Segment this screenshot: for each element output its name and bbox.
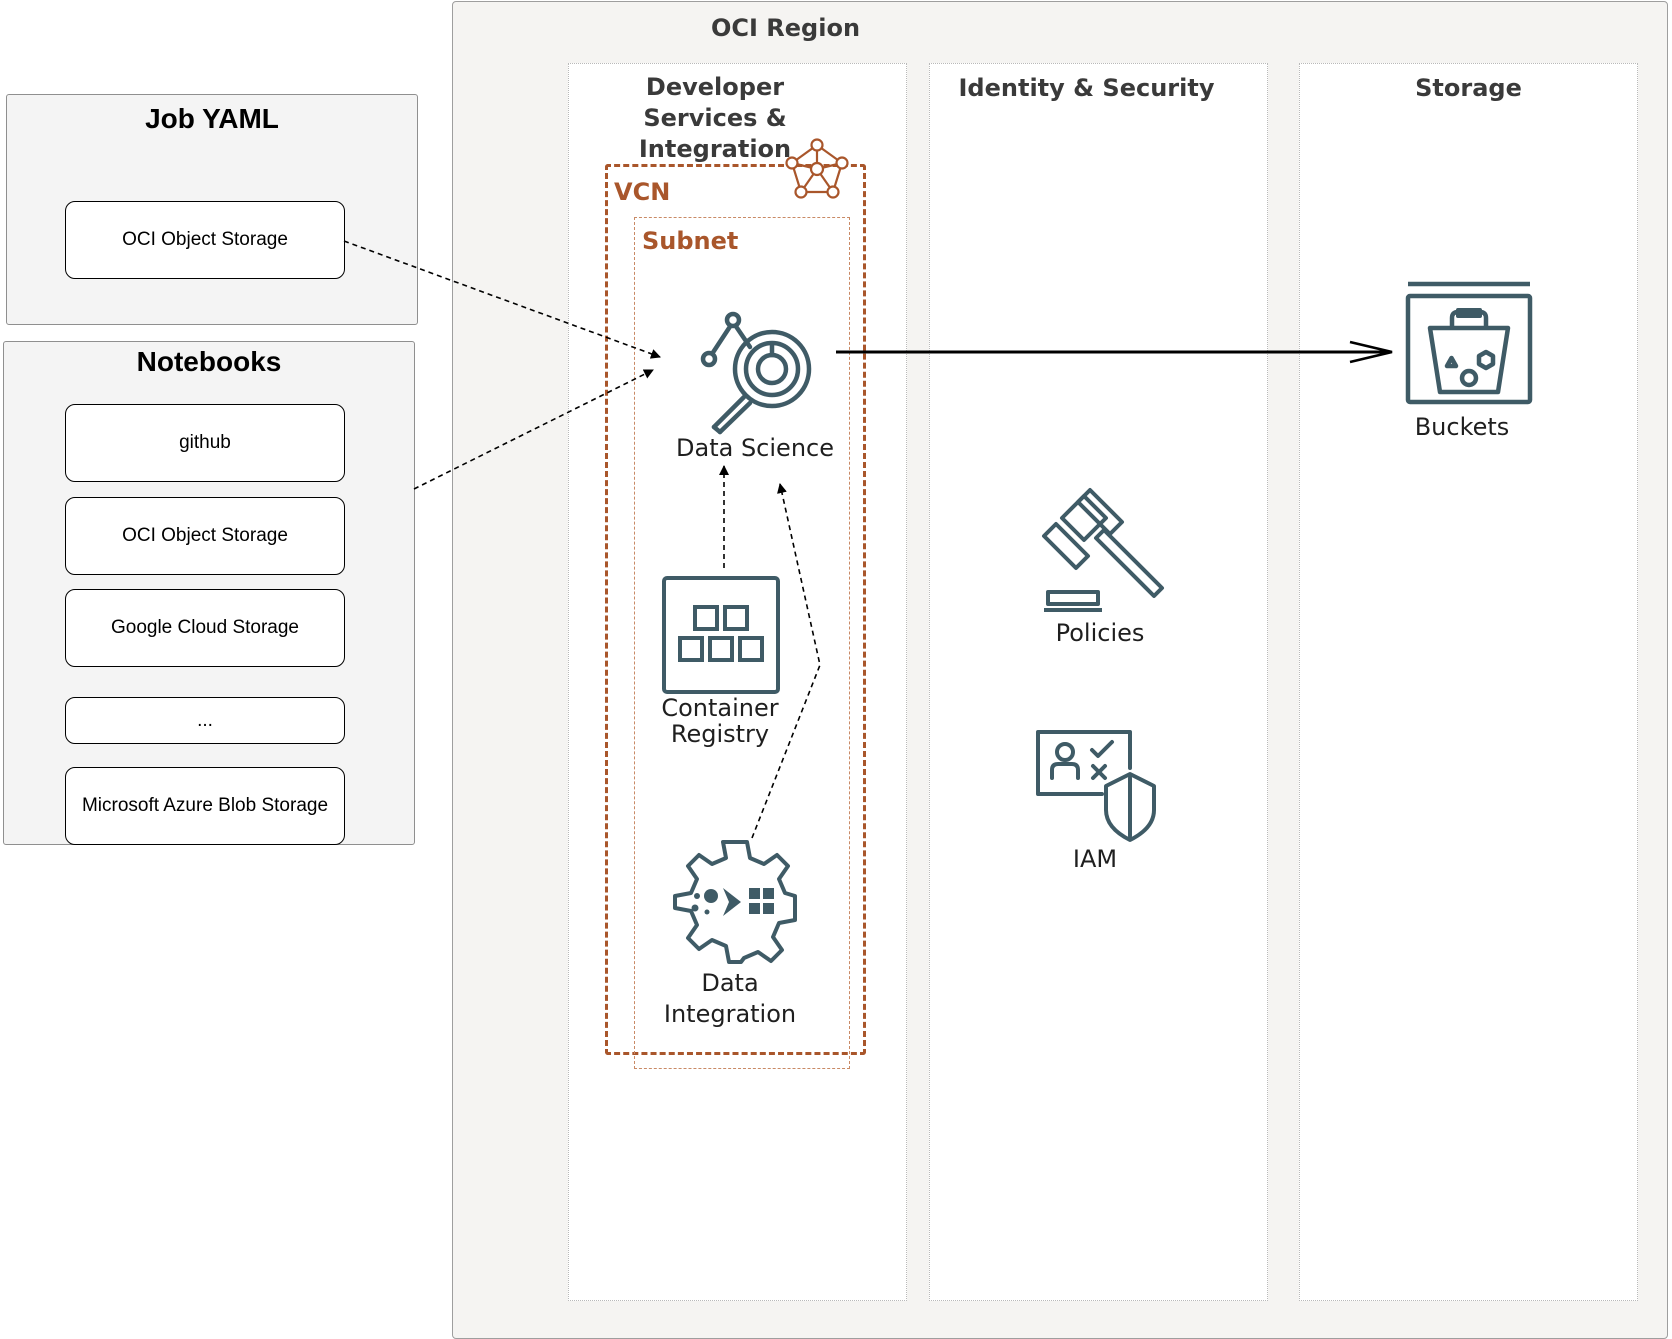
iam-icon bbox=[1036, 730, 1156, 842]
container-registry-icon bbox=[662, 576, 780, 694]
policies-gavel-icon bbox=[1042, 488, 1164, 612]
vcn-boundary bbox=[605, 164, 866, 1055]
arrow-job-yaml-to-data-science bbox=[343, 240, 661, 359]
arrow-data-science-to-buckets bbox=[836, 340, 1393, 364]
vcn-network-icon bbox=[785, 138, 849, 199]
data-science-icon bbox=[700, 311, 812, 435]
buckets-label: Buckets bbox=[1414, 413, 1510, 441]
column-developer-services-title: Developer Services & Integration bbox=[638, 73, 792, 163]
notebooks-title: Notebooks bbox=[136, 346, 282, 377]
column-identity-security: Identity & Security bbox=[929, 63, 1268, 1301]
oci-region-title: OCI Region bbox=[711, 14, 861, 42]
arrow-notebooks-to-data-science bbox=[413, 369, 654, 490]
subnet-label: Subnet bbox=[642, 227, 739, 255]
job-yaml-source-oci-object-storage[interactable]: OCI Object Storage bbox=[65, 201, 345, 279]
column-developer-services: Developer Services & Integration bbox=[568, 63, 907, 1301]
column-storage: Storage bbox=[1299, 63, 1638, 1301]
column-storage-title: Storage bbox=[1415, 74, 1522, 102]
data-integration-label: Data Integration bbox=[663, 969, 797, 1028]
arrow-data-integration-to-data-science bbox=[751, 483, 821, 839]
notebooks-source-github[interactable]: github bbox=[65, 404, 345, 482]
notebooks-source-azure-blob-storage[interactable]: Microsoft Azure Blob Storage bbox=[65, 767, 345, 845]
subnet-boundary bbox=[634, 217, 850, 1069]
buckets-icon bbox=[1405, 281, 1533, 405]
column-identity-security-title: Identity & Security bbox=[958, 74, 1215, 102]
vcn-label: VCN bbox=[614, 178, 671, 206]
notebooks-source-oci-object-storage[interactable]: OCI Object Storage bbox=[65, 497, 345, 575]
container-registry-label: Container Registry bbox=[661, 694, 779, 748]
data-integration-icon bbox=[673, 840, 797, 964]
notebooks-source-google-cloud-storage[interactable]: Google Cloud Storage bbox=[65, 589, 345, 667]
job-yaml-group: Job YAML OCI Object Storage bbox=[6, 94, 418, 325]
iam-label: IAM bbox=[1072, 845, 1118, 873]
policies-label: Policies bbox=[1055, 619, 1145, 647]
data-science-label: Data Science bbox=[676, 434, 834, 462]
notebooks-source-ellipsis[interactable]: ... bbox=[65, 697, 345, 744]
notebooks-group: Notebooks github OCI Object Storage Goog… bbox=[3, 341, 415, 845]
job-yaml-title: Job YAML bbox=[145, 103, 279, 134]
